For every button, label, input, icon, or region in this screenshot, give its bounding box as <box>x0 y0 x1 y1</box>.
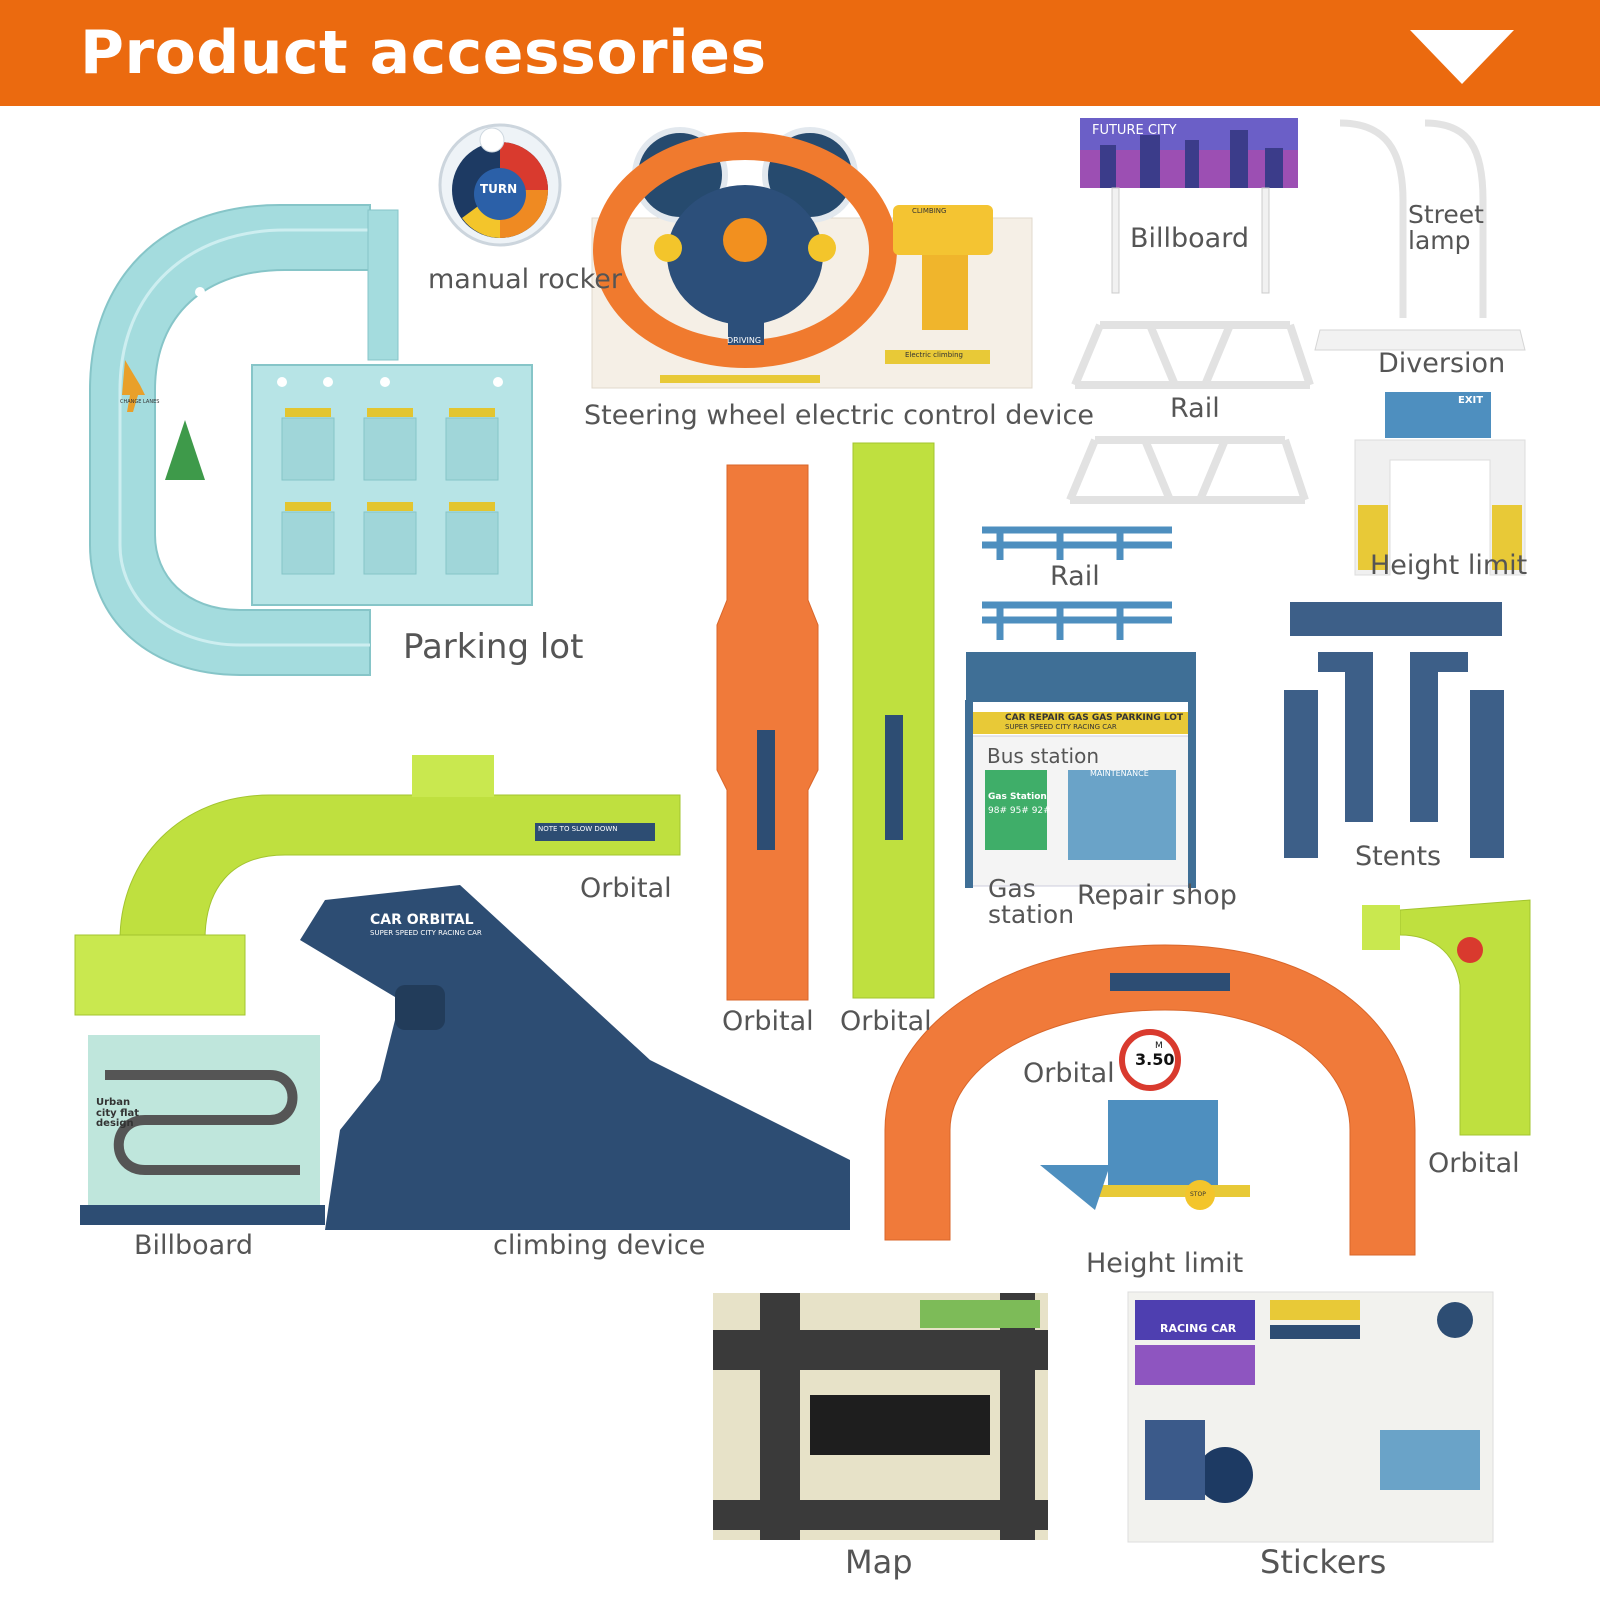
height-limit-crossing-image <box>1040 1029 1250 1210</box>
climbing-text: CLIMBING <box>912 207 947 215</box>
stents-image <box>1284 602 1504 858</box>
stickers-label: Stickers <box>1260 1543 1387 1581</box>
page-title: Product accessories <box>80 18 767 88</box>
green-right-orbital-image <box>1362 899 1531 1136</box>
climbing-device-label: climbing device <box>493 1230 706 1261</box>
gas-prices-text: 98# 95# 92# <box>988 806 1051 816</box>
maintenance-text: MAINTENANCE <box>1090 769 1149 778</box>
note-slow-text: NOTE TO SLOW DOWN <box>538 825 618 833</box>
orbital-right-label: Orbital <box>1428 1148 1520 1179</box>
diversion-label: Diversion <box>1378 348 1506 379</box>
parking-lot-label: Parking lot <box>403 627 584 667</box>
rail-top-label: Rail <box>1170 393 1220 424</box>
driving-text: DRIVING <box>727 336 762 345</box>
green-straight-orbital-image <box>852 442 935 999</box>
urban-design-text: Urban city flat design <box>96 1097 140 1129</box>
stickers-image <box>1127 1291 1494 1543</box>
exit-sign-text: EXIT <box>1458 395 1484 406</box>
parking-lot-image <box>89 204 533 676</box>
blue-rail-image <box>982 526 1172 640</box>
green-curved-orbital-image <box>74 755 681 1016</box>
orange-arch-orbital-image <box>884 944 1416 1256</box>
diversion-image <box>1314 329 1526 351</box>
car-orbital-text: CAR ORBITAL <box>370 912 474 928</box>
manual-rocker-label: manual rocker <box>428 264 622 295</box>
orbital-orange-vertical-label: Orbital <box>722 1006 814 1037</box>
future-city-text: FUTURE CITY <box>1092 123 1177 138</box>
white-rail-image <box>1066 321 1314 504</box>
electric-climbing-text: Electric climbing <box>905 351 963 359</box>
street-lamp-image <box>1339 119 1487 318</box>
height-unit-text: M <box>1155 1041 1163 1051</box>
gas-station-label: Gas station <box>988 874 1075 930</box>
map-image <box>713 1293 1048 1540</box>
rail-blue-label: Rail <box>1050 561 1100 592</box>
steering-device-label: Steering wheel electric control device <box>584 400 1094 431</box>
station-sign-sub-text: SUPER SPEED CITY RACING CAR <box>1005 723 1117 731</box>
bus-station-image <box>965 652 1196 888</box>
turn-button-text: TURN <box>480 182 518 196</box>
gas-station-sign-text: Gas Station <box>988 792 1047 802</box>
map-label: Map <box>845 1543 913 1581</box>
urban-billboard-image <box>80 1035 325 1225</box>
billboard-top-label: Billboard <box>1130 223 1249 254</box>
climbing-device-image <box>300 885 850 1230</box>
header-bar: Product accessories <box>0 0 1600 106</box>
station-sign-text: CAR REPAIR GAS GAS PARKING LOT <box>1005 713 1184 723</box>
height-limit-top-label: Height limit <box>1370 550 1528 581</box>
orbital-green-label: Orbital <box>580 873 672 904</box>
orbital-arch-label: Orbital <box>1023 1058 1115 1089</box>
orbital-green-vertical-label: Orbital <box>840 1006 932 1037</box>
steering-wheel-image <box>591 127 1033 389</box>
stop-sign-text: STOP <box>1190 1191 1206 1198</box>
stents-label: Stents <box>1355 841 1442 872</box>
billboard-bottom-label: Billboard <box>134 1230 253 1261</box>
height-limit-bottom-label: Height limit <box>1086 1248 1244 1279</box>
repair-shop-label: Repair shop <box>1077 880 1237 911</box>
change-lanes-text: CHANGE LANES <box>120 399 160 405</box>
manual-rocker-image <box>438 123 562 247</box>
future-city-billboard-image <box>1080 118 1298 294</box>
height-sign-text: 3.50 <box>1135 1050 1175 1069</box>
bus-station-label: Bus station <box>987 744 1100 768</box>
orange-straight-orbital-image <box>716 464 819 1001</box>
racing-car-text: RACING CAR <box>1160 1322 1237 1335</box>
height-limit-gate-image <box>1354 392 1526 576</box>
car-orbital-sub-text: SUPER SPEED CITY RACING CAR <box>370 929 482 937</box>
chevron-down-icon[interactable] <box>1410 30 1514 84</box>
street-lamp-label: Street lamp <box>1408 200 1484 256</box>
